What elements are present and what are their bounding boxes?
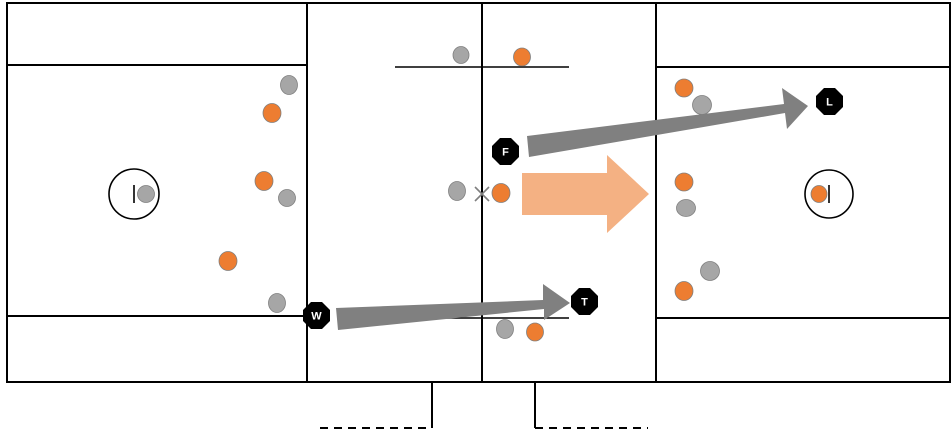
marker-t-label: T	[581, 297, 588, 309]
gray-player	[452, 46, 470, 64]
marker-w: W	[303, 302, 330, 329]
orange-player	[674, 78, 694, 98]
gray-player	[448, 181, 466, 201]
gray-player	[700, 261, 720, 281]
pass-arrow-w-to-t	[336, 284, 570, 330]
marker-l-label: L	[826, 97, 833, 109]
orange-player	[674, 281, 694, 301]
faceoff-x-mark	[474, 186, 490, 202]
field-lines	[6, 2, 951, 429]
orange-player	[674, 172, 694, 192]
orange-player	[262, 103, 282, 123]
marker-w-label: W	[311, 311, 322, 323]
orange-player	[526, 322, 544, 342]
orange-player	[218, 251, 238, 271]
gray-player	[496, 319, 514, 339]
gray-player	[278, 189, 296, 207]
orange-player	[513, 47, 531, 67]
orange-player	[254, 171, 274, 191]
right-goal	[804, 169, 854, 219]
attack-direction-arrow	[522, 155, 649, 233]
marker-f-label: F	[502, 147, 509, 159]
gray-goalie	[137, 185, 155, 203]
marker-t: T	[571, 288, 598, 315]
orange-goalie	[810, 185, 828, 203]
field-boundary	[6, 2, 951, 383]
gray-team	[137, 46, 720, 339]
gray-player	[676, 199, 696, 217]
pass-arrow-f-to-l	[527, 88, 808, 157]
gray-player	[692, 95, 712, 115]
right-goal-crease	[804, 169, 854, 219]
gray-player	[280, 75, 298, 95]
orange-player	[491, 183, 511, 203]
marker-l: L	[816, 88, 843, 115]
left-goal-crease	[108, 168, 160, 220]
marker-f: F	[492, 138, 519, 165]
left-goal	[108, 168, 160, 220]
gray-player	[268, 293, 286, 313]
orange-team	[218, 47, 828, 342]
